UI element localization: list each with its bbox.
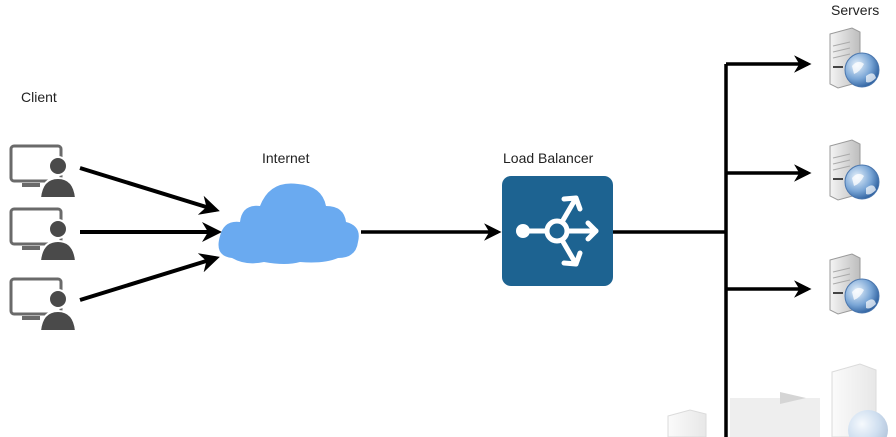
client-2-user-computer-icon[interactable] — [9, 207, 78, 263]
client-1-user-computer-icon[interactable] — [9, 144, 78, 200]
server-4-faded-web-server-icon — [667, 363, 888, 437]
edge-client-3-internet — [79, 253, 220, 302]
internet-label: Internet — [262, 150, 310, 166]
load-balancer-icon[interactable] — [502, 176, 613, 286]
load-balancer-label: Load Balancer — [503, 150, 594, 166]
server-1-web-server-icon[interactable] — [829, 27, 880, 89]
edge-client-1-internet — [79, 166, 220, 215]
client-label: Client — [21, 89, 57, 105]
servers-label: Servers — [831, 2, 880, 18]
server-3-web-server-icon[interactable] — [829, 253, 880, 315]
internet-cloud-icon[interactable] — [218, 183, 359, 264]
client-3-user-computer-icon[interactable] — [9, 277, 78, 333]
server-2-web-server-icon[interactable] — [829, 139, 880, 201]
